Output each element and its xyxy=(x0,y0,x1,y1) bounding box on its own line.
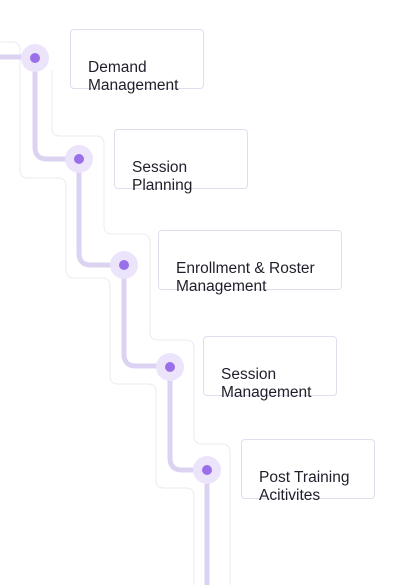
guide-line-outer xyxy=(0,41,195,585)
step-node-4 xyxy=(156,353,184,381)
step-node-3 xyxy=(110,251,138,279)
step-card-session-planning[interactable]: Session Planning xyxy=(114,129,248,194)
step-card-enrollment-roster-management[interactable]: Enrollment & Roster Management xyxy=(158,230,342,295)
step-label: Session Planning xyxy=(132,159,193,194)
step-node-5 xyxy=(193,456,221,484)
step-label: Enrollment & Roster Management xyxy=(176,260,315,295)
step-label: Demand Management xyxy=(88,59,179,94)
step-card-session-management[interactable]: Session Management xyxy=(203,336,337,401)
guide-line-inner xyxy=(51,70,231,585)
step-node-2 xyxy=(65,145,93,173)
step-card-post-training-activities[interactable]: Post Training Acitivites xyxy=(241,439,375,504)
step-node-1 xyxy=(21,44,49,72)
step-label: Post Training Acitivites xyxy=(259,469,350,504)
step-label: Session Management xyxy=(221,366,312,401)
step-card-demand-management[interactable]: Demand Management xyxy=(70,29,204,94)
